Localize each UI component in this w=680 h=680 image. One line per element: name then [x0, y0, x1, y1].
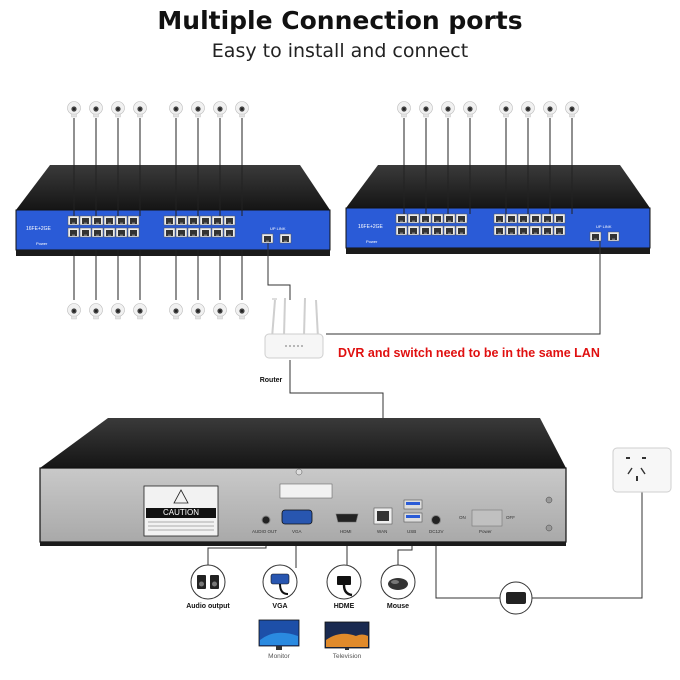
audio-output-label: Audio output	[186, 603, 230, 610]
caution-label: CAUTION	[163, 508, 199, 517]
switch-2-model-label: 16FE+2GE	[358, 224, 383, 230]
switch-2-power-label: Power	[366, 239, 378, 244]
monitor-icon	[258, 619, 300, 650]
page-title: Multiple Connection ports	[157, 6, 523, 35]
television-icon	[324, 621, 370, 650]
switch-2-uplink-label: UP LINK	[596, 224, 612, 229]
on-label: ON	[459, 515, 466, 520]
wan-port-label: WAN	[377, 529, 388, 534]
mouse-icon	[380, 564, 416, 600]
mouse-label: Mouse	[386, 603, 410, 610]
power-switch-label: Power	[479, 529, 492, 534]
router	[264, 297, 324, 359]
switch-2	[345, 165, 651, 254]
usb-port-label: USB	[407, 529, 417, 534]
dvr	[39, 418, 567, 546]
vga-label: VGA	[272, 603, 288, 610]
page-subtitle: Easy to install and connect	[211, 40, 469, 62]
audio-out-port-label: AUDIO OUT	[252, 529, 278, 534]
camera-cables	[73, 118, 573, 300]
wall-socket	[612, 447, 672, 493]
switch-1-power-label: Power	[36, 241, 48, 246]
off-label: OFF	[506, 515, 515, 520]
hdmi-cable-icon	[326, 564, 362, 600]
dc-port-label: DC12V	[429, 529, 444, 534]
monitor-label: Monitor	[268, 653, 290, 660]
hdmi-port-label: HDMI	[340, 529, 352, 534]
router-label: Router	[259, 377, 283, 384]
vga-port-label: VGA	[292, 529, 302, 534]
power-adapter-icon	[499, 581, 533, 615]
hdme-label: HDME	[333, 603, 355, 610]
television-label: Television	[332, 653, 362, 660]
lan-note: DVR and switch need to be in the same LA…	[338, 346, 600, 360]
vga-cable-icon	[262, 564, 298, 600]
switch-1-uplink-label: UP LINK	[270, 226, 286, 231]
speaker-icon	[190, 564, 226, 600]
switch-1-model-label: 16FE+2GE	[26, 226, 51, 232]
